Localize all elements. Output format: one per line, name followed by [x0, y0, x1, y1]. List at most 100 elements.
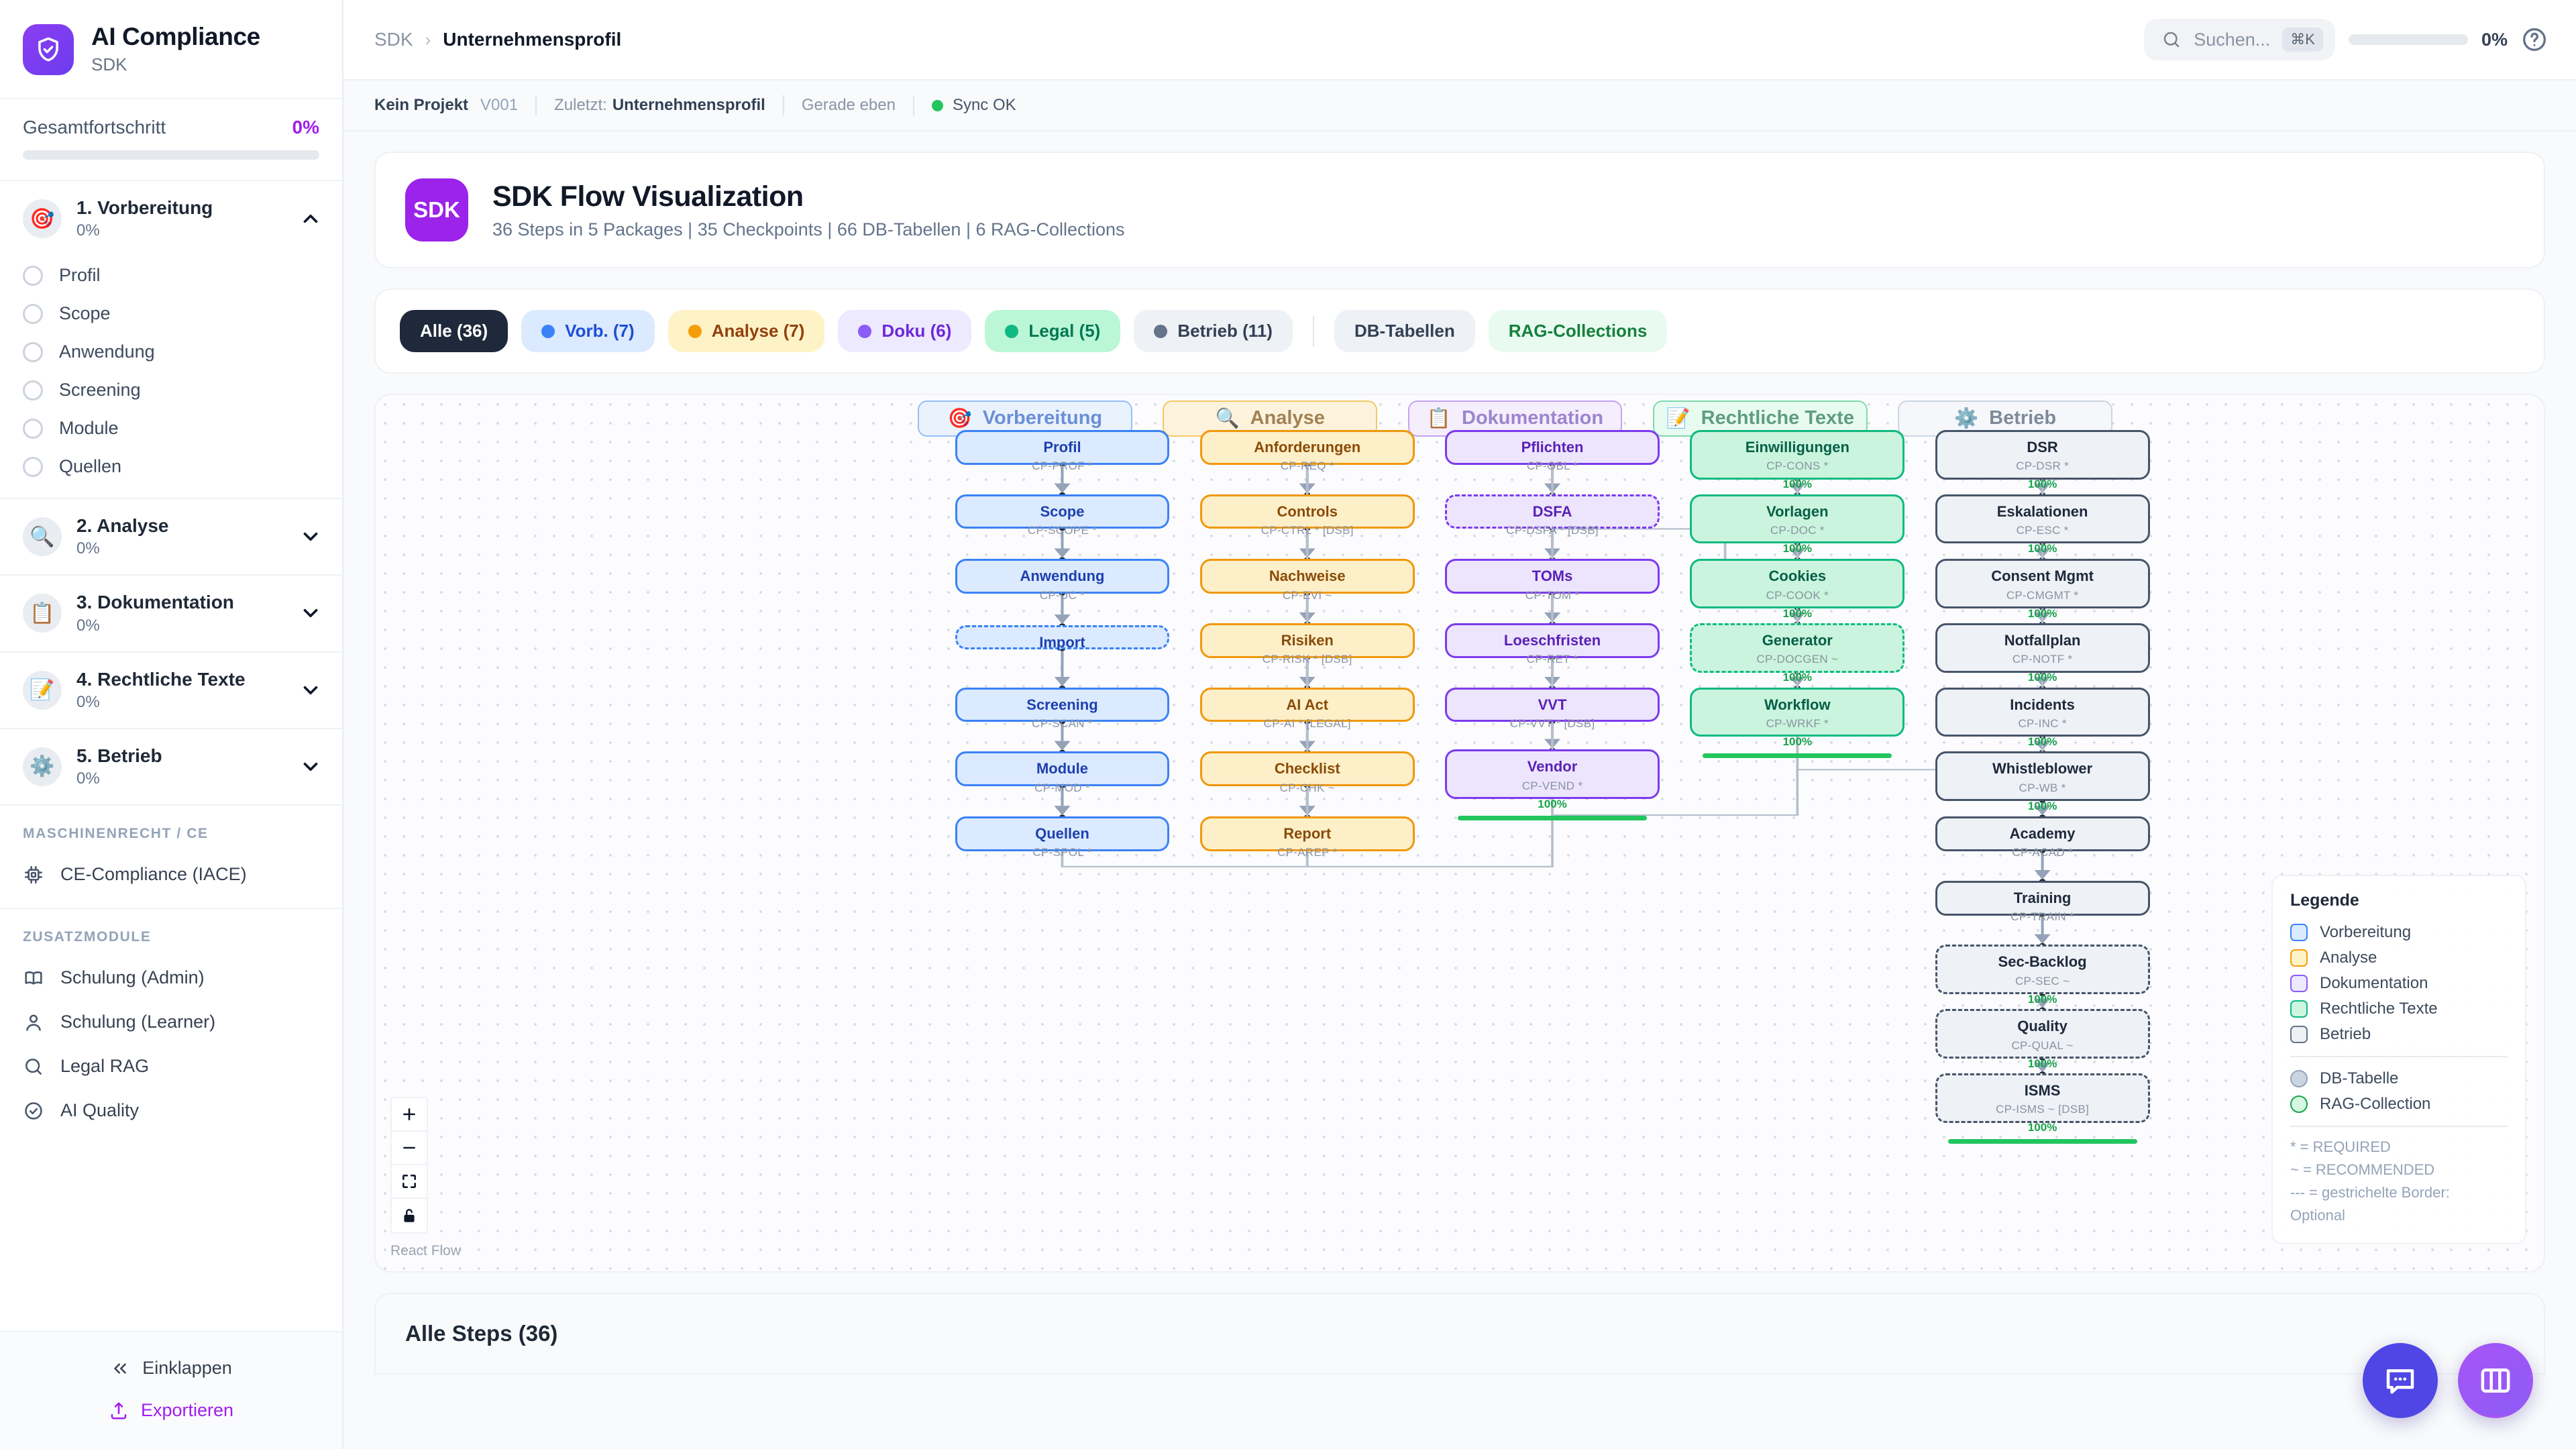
sidebar-item-quellen[interactable]: Quellen [0, 447, 342, 486]
sidebar-item-scope[interactable]: Scope [0, 294, 342, 333]
machine-links: CE-Compliance (IACE) [0, 853, 342, 897]
help-circle-icon[interactable] [2521, 26, 2548, 53]
filter-chip-db-tabellen[interactable]: DB-Tabellen [1334, 310, 1475, 352]
phase-emoji-icon: 📋 [23, 594, 62, 633]
zoom-in-button[interactable] [392, 1098, 427, 1132]
divider [535, 95, 537, 115]
legend-row-package: Betrieb [2290, 1022, 2508, 1047]
sync-status: Sync OK [931, 96, 1016, 115]
breadcrumb: SDK › Unternehmensprofil [374, 29, 621, 50]
sidebar-item-label: Anwendung [59, 341, 155, 362]
node-progress-value: 100% [2027, 1121, 2057, 1134]
flow-canvas[interactable]: 🎯Vorbereitung🔍Analyse📋Dokumentation📝Rech… [374, 394, 2545, 1273]
sidebar-item-anwendung[interactable]: Anwendung [0, 333, 342, 371]
phase-percent: 0% [76, 539, 100, 558]
legend-note: ~ = RECOMMENDED [2290, 1161, 2435, 1178]
brand-header[interactable]: AI Compliance SDK [0, 0, 342, 99]
fit-view-button[interactable] [392, 1165, 427, 1199]
filter-chip-rag-collections[interactable]: RAG-Collections [1488, 310, 1668, 352]
lock-button[interactable] [392, 1199, 427, 1232]
sidebar-link-schulung-learner[interactable]: Schulung (Learner) [0, 1000, 342, 1044]
node-progress-bar [1703, 753, 1892, 759]
sidebar-link-ai-quality[interactable]: AI Quality [0, 1089, 342, 1133]
breadcrumb-root[interactable]: SDK [374, 29, 413, 50]
node-code: CP-AI * [LEGAL] [1263, 717, 1351, 731]
panel-fab[interactable] [2458, 1343, 2533, 1418]
zoom-out-button[interactable] [392, 1132, 427, 1165]
chip-label: Betrieb (11) [1177, 321, 1273, 341]
filter-chip-vorb-7[interactable]: Vorb. (7) [521, 310, 655, 352]
filter-chip-analyse-7[interactable]: Analyse (7) [667, 310, 825, 352]
search-input[interactable]: Suchen... ⌘K [2144, 19, 2335, 60]
legend-note: --- = gestrichelte Border: Optional [2290, 1183, 2450, 1224]
filter-chip-alle-36[interactable]: Alle (36) [400, 310, 508, 352]
export-button[interactable]: Exportieren [0, 1389, 342, 1432]
brand-subtitle: SDK [91, 54, 127, 74]
sidebar-link-legal-rag[interactable]: Legal RAG [0, 1044, 342, 1089]
legend-row-package: Vorbereitung [2290, 920, 2508, 945]
sidebar-link-schulung-admin[interactable]: Schulung (Admin) [0, 956, 342, 1000]
react-flow-attribution: React Flow [390, 1243, 462, 1258]
node-code: CP-TRAIN * [2010, 910, 2074, 924]
node-code: CP-DOC * [1770, 523, 1825, 537]
sidebar-link-ce-compliance-iace[interactable]: CE-Compliance (IACE) [0, 853, 342, 897]
filter-chip-doku-6[interactable]: Doku (6) [838, 310, 972, 352]
sidebar-item-module[interactable]: Module [0, 409, 342, 447]
sidebar-item-screening[interactable]: Screening [0, 371, 342, 409]
export-label: Exportieren [140, 1400, 234, 1420]
flow-node-import[interactable]: Import [955, 625, 1170, 651]
status-radio-icon [23, 380, 43, 400]
filter-chip-legal-5[interactable]: Legal (5) [985, 310, 1121, 352]
node-title: Consent Mgmt [1991, 568, 2094, 585]
legend-notes: * = REQUIRED~ = RECOMMENDED--- = gestric… [2290, 1136, 2508, 1227]
sidebar-item-profil[interactable]: Profil [0, 256, 342, 294]
filter-chip-betrieb-11[interactable]: Betrieb (11) [1134, 310, 1293, 352]
collapse-sidebar-button[interactable]: Einklappen [0, 1347, 342, 1389]
node-code: CP-MOD * [1034, 781, 1090, 794]
chat-fab[interactable] [2363, 1343, 2438, 1418]
node-title: Sec-Backlog [1998, 953, 2087, 971]
collapse-label: Einklappen [142, 1358, 232, 1378]
node-code: CP-DSR * [2016, 460, 2070, 473]
